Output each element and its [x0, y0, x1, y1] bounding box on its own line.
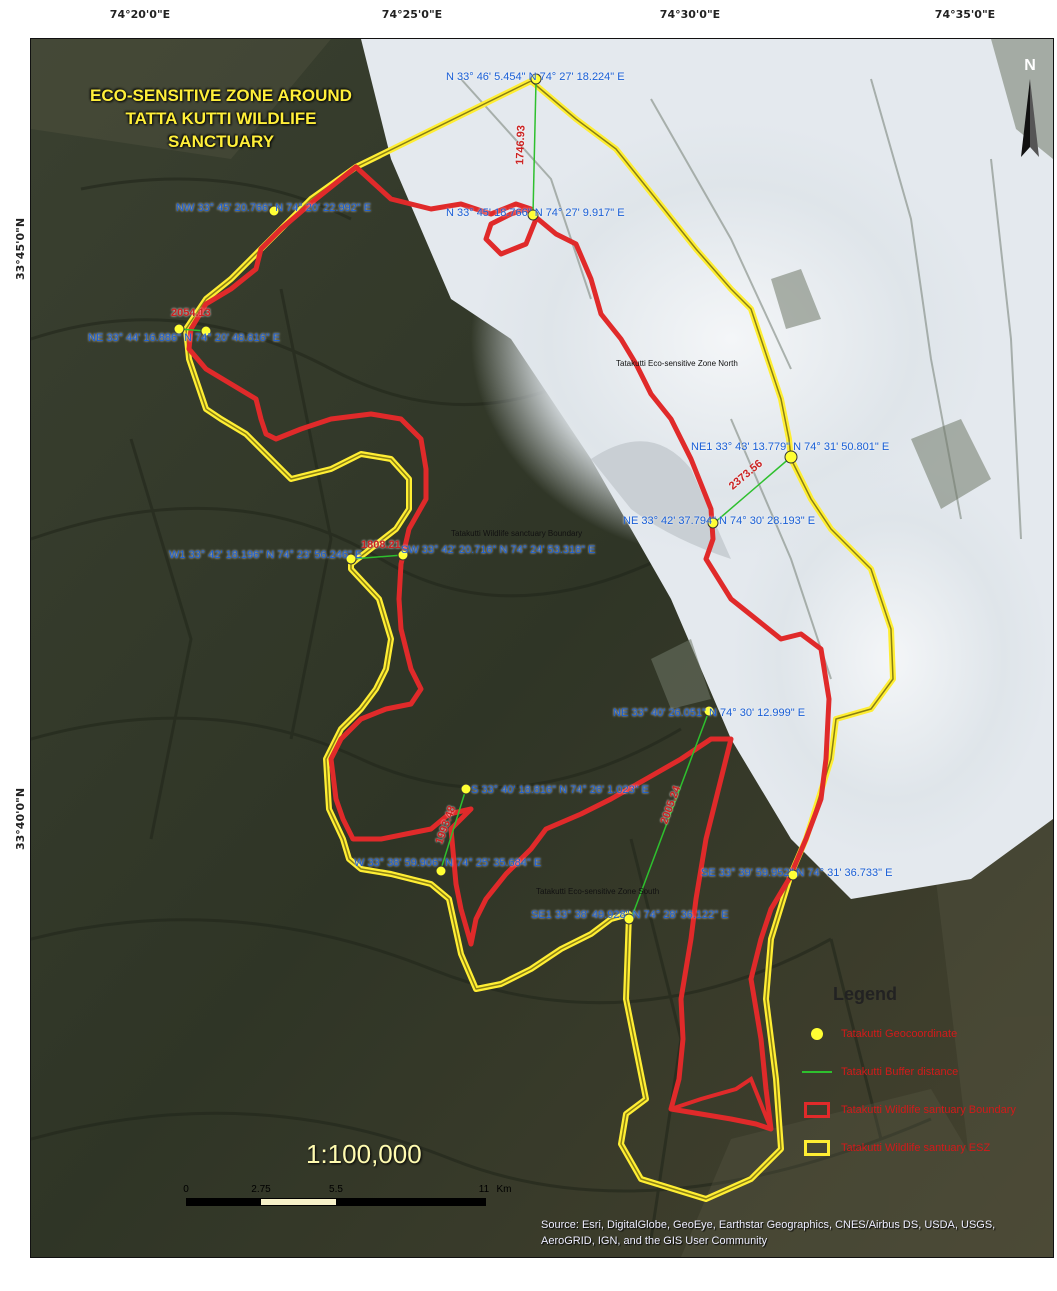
ridge-texture	[31, 177, 932, 1240]
point-label-n2: N 33° 45' 18.766" N 74° 27' 9.917" E	[446, 207, 625, 219]
ridge-highlights	[31, 39, 1053, 1257]
legend-item-esz: Tatakutti Wildlife santuary ESZ	[801, 1133, 1051, 1163]
point-label-w1: W1 33° 42' 18.196" N 74° 23' 56.246" E	[169, 549, 363, 561]
map-svg	[31, 39, 1053, 1257]
snow-region	[361, 39, 1053, 899]
lon-tick-4: 74°35'0"E	[934, 8, 996, 21]
north-arrow-icon	[1021, 79, 1039, 157]
legend-item-geocoordinate: Tatakutti Geocoordinate	[801, 1019, 1051, 1049]
point-label-se1: SE1 33° 38' 49.928" N 74° 28' 36.122" E	[531, 909, 729, 921]
legend-line-icon	[802, 1071, 832, 1073]
zone-label-south: Tatakutti Eco-sensitive Zone South	[536, 887, 660, 896]
legend-label: Tatakutti Buffer distance	[841, 1066, 959, 1078]
geocoordinate-points	[173, 73, 799, 925]
north-arrow: N	[1017, 57, 1043, 167]
scale-seg-1	[186, 1198, 261, 1206]
legend-label: Tatakutti Geocoordinate	[841, 1028, 958, 1040]
legend-boundary-icon	[804, 1102, 830, 1118]
buffer-lines	[178, 80, 792, 920]
map-canvas[interactable]: ECO-SENSITIVE ZONE AROUND TATTA KUTTI WI…	[30, 38, 1054, 1258]
lon-tick-2: 74°25'0"E	[381, 8, 443, 21]
point-label-ne2: NE 33° 42' 37.794" N 74° 30' 28.193" E	[623, 515, 816, 527]
scale-tick-labels: 0 2.75 5.5 11 Km	[183, 1184, 511, 1198]
lon-tick-3: 74°30'0"E	[659, 8, 721, 21]
scale-unit: Km	[496, 1184, 512, 1195]
map-title-line-2: TATTA KUTTI WILDLIFE SANCTUARY	[125, 109, 317, 151]
point-label-nw: NW 33° 45' 20.766" N 74° 20' 22.992" E	[176, 202, 372, 214]
sanctuary-boundary	[186, 164, 832, 1132]
scale-tick: 5.5	[329, 1184, 343, 1195]
point-label-ne3: NE 33° 40' 26.051" N 74° 30' 12.999" E	[613, 707, 806, 719]
scale-seg-3	[336, 1198, 486, 1206]
legend-title: Legend	[833, 984, 898, 1004]
point-label-sw: SW 33° 42' 20.716" N 74° 24' 53.318" E	[401, 544, 596, 556]
legend-esz-icon	[804, 1140, 830, 1156]
point-label-s: S 33° 40' 18.816" N 74° 26' 1.023" E	[471, 784, 649, 796]
point-label-ne1: NE1 33° 43' 13.779" N 74° 31' 50.801" E	[691, 441, 890, 453]
legend-dot-icon	[811, 1028, 823, 1040]
point-label-ne-west: NE 33° 44' 16.886" N 74° 20' 48.816" E	[88, 332, 281, 344]
scale-tick: 2.75	[251, 1184, 271, 1195]
scale-tick: 0	[183, 1184, 189, 1195]
map-title-line-1: ECO-SENSITIVE ZONE AROUND	[90, 86, 352, 105]
lon-tick-1: 74°20'0"E	[109, 8, 171, 21]
esz-boundary	[183, 78, 896, 1202]
legend-item-boundary: Tatakutti Wildlife santuary Boundary	[801, 1095, 1051, 1125]
lat-tick-2: 33°40'0"N	[14, 787, 27, 850]
legend-item-buffer: Tatakutti Buffer distance	[801, 1057, 1051, 1087]
legend-label: Tatakutti Wildlife santuary Boundary	[841, 1104, 1016, 1116]
lat-tick-1: 33°45'0"N	[14, 217, 27, 280]
north-letter: N	[1024, 57, 1036, 74]
scale-tick: 11	[478, 1184, 490, 1195]
map-title: ECO-SENSITIVE ZONE AROUND TATTA KUTTI WI…	[76, 84, 366, 153]
distance-label-6: 2054.13	[171, 307, 211, 319]
point-label-se: SE 33° 39' 59.952" N 74° 31' 36.733" E	[701, 867, 893, 879]
distance-label-3: 1808.21	[361, 539, 401, 551]
point-label-w: W 33° 38' 59.906" N 74° 25' 35.684" E	[354, 857, 542, 869]
scale-ratio: 1:100,000	[306, 1139, 422, 1169]
attribution: Source: Esri, DigitalGlobe, GeoEye, Eart…	[541, 1219, 996, 1247]
zone-label-boundary: Tatakutti Wildlife sanctuary Boundary	[451, 529, 583, 538]
distance-label-1: 1746.93	[514, 124, 528, 166]
scale-bar: 0 2.75 5.5 11 Km	[183, 1184, 512, 1206]
point-label-n: N 33° 46' 5.454" N 74° 27' 18.224" E	[446, 71, 625, 83]
legend-label: Tatakutti Wildlife santuary ESZ	[841, 1142, 991, 1154]
legend: Legend Tatakutti Geocoordinate Tatakutti…	[801, 984, 1051, 1171]
zone-label-north: Tatakutti Eco-sensitive Zone North	[616, 359, 738, 368]
